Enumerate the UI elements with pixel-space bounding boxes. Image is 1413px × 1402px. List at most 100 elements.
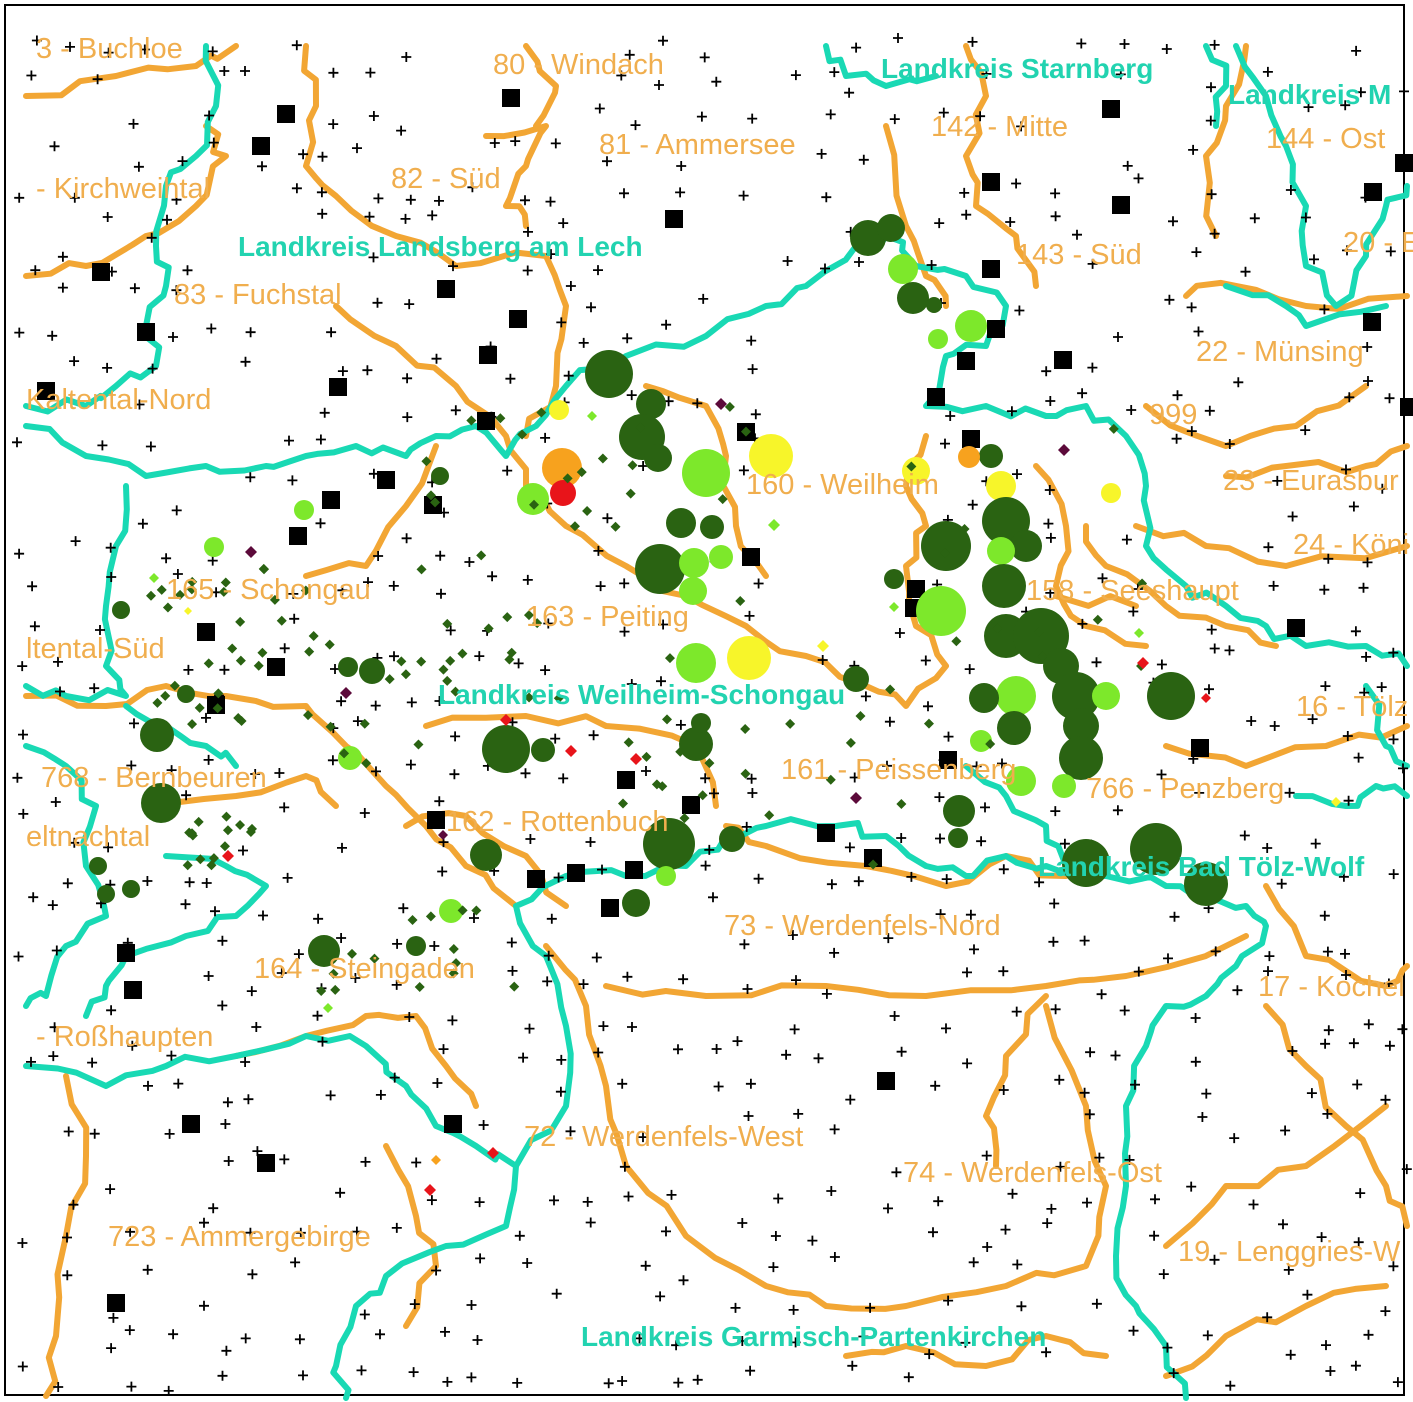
- diamond-marker: [187, 719, 198, 730]
- hunting-border-line: [1163, 1103, 1389, 1249]
- finding-circle-marker: [666, 508, 696, 538]
- diamond-marker: [169, 680, 180, 691]
- finding-circle-marker: [338, 657, 358, 677]
- finding-circle-marker: [635, 544, 685, 594]
- finding-circle-marker: [470, 839, 502, 871]
- diamond-marker: [509, 981, 520, 992]
- finding-circle-marker: [921, 521, 971, 571]
- hunting-border-line: [1143, 383, 1369, 449]
- finding-circle-marker: [1006, 766, 1036, 796]
- hunting-border-line: [883, 123, 949, 309]
- finding-circle-marker: [987, 537, 1015, 565]
- diamond-marker: [182, 860, 193, 871]
- black-square-marker: [377, 471, 395, 489]
- diamond-marker: [524, 692, 535, 703]
- diamond-marker: [1137, 657, 1149, 669]
- diamond-marker: [206, 860, 217, 871]
- diamond-marker: [664, 653, 675, 664]
- diamond-marker: [630, 753, 642, 765]
- diamond-marker: [396, 656, 407, 667]
- finding-circle-marker: [308, 935, 340, 967]
- diamond-marker: [487, 1147, 499, 1159]
- finding-circle-marker: [888, 254, 918, 284]
- hunting-border-line: [643, 383, 769, 579]
- diamond-marker: [308, 630, 319, 641]
- black-square-marker: [877, 1072, 895, 1090]
- finding-circle-marker: [643, 818, 695, 870]
- finding-circle-marker: [141, 783, 181, 823]
- district-border-line: [963, 763, 1069, 869]
- hunting-area-label: 158 - Seeshaupt: [1026, 575, 1239, 607]
- finding-circle-marker: [294, 500, 314, 520]
- finding-circle-marker: [1101, 483, 1121, 503]
- diamond-marker: [610, 521, 621, 532]
- finding-circle-marker: [979, 444, 1003, 468]
- diamond-marker: [195, 854, 206, 865]
- diamond-marker: [160, 690, 171, 701]
- hunting-area-label: 72 - Werdenfels-West: [524, 1121, 803, 1153]
- diamond-marker: [257, 647, 268, 658]
- diamond-marker: [339, 748, 350, 759]
- finding-circle-marker: [943, 795, 975, 827]
- hunting-border-line: [483, 123, 549, 229]
- hunting-border-line: [1183, 279, 1410, 312]
- diamond-marker: [906, 461, 917, 472]
- hunting-area-label: 164 - Steingaden: [254, 953, 475, 985]
- black-square-marker: [927, 388, 945, 406]
- finding-circle-marker: [1130, 823, 1182, 875]
- diamond-marker: [457, 648, 468, 659]
- diamond-marker: [623, 737, 634, 748]
- diamond-marker: [885, 684, 896, 695]
- diamond-markers: [146, 398, 1341, 1196]
- hunting-border-line: [1263, 883, 1410, 989]
- hunting-border-line: [723, 823, 1069, 889]
- finding-circle-marker: [1010, 530, 1042, 562]
- finding-circle-marker: [727, 636, 771, 680]
- finding-circle-marker: [679, 548, 709, 578]
- black-square-marker: [1054, 351, 1072, 369]
- hunting-area-label: - Roßhaupten: [36, 1021, 213, 1053]
- black-square-marker: [1400, 398, 1413, 416]
- finding-circle-marker: [517, 483, 549, 515]
- diamond-marker: [245, 546, 257, 558]
- hunting-area-label: 73 - Werdenfels-Nord: [724, 910, 1001, 942]
- diamond-marker: [384, 674, 395, 685]
- hunting-area-label: - Kirchweihtal: [36, 173, 210, 205]
- finding-circle-marker: [531, 738, 555, 762]
- diamond-marker: [222, 825, 233, 836]
- diamond-marker: [504, 654, 515, 665]
- black-square-marker: [252, 137, 270, 155]
- black-square-marker: [665, 210, 683, 228]
- finding-circle-marker: [1052, 672, 1100, 720]
- hunting-border-line: [523, 43, 559, 129]
- finding-circle-marker: [884, 569, 904, 589]
- hunting-border-line: [1263, 1003, 1410, 1229]
- diamond-marker: [235, 820, 246, 831]
- finding-circle-marker: [204, 537, 224, 557]
- sample-square-markers: [37, 89, 1413, 1312]
- diamond-marker: [1037, 651, 1048, 662]
- district-border-line: [1203, 43, 1230, 129]
- hunting-area-label: 23 - Eurasbur: [1223, 465, 1399, 497]
- black-square-marker: [137, 323, 155, 341]
- diamond-marker: [156, 584, 167, 595]
- black-square-marker: [1112, 196, 1130, 214]
- district-label: Landkreis Garmisch-Partenkirchen: [581, 1321, 1046, 1352]
- diamond-marker: [1108, 423, 1119, 434]
- finding-circle-marker: [622, 889, 650, 917]
- diamond-marker: [785, 718, 796, 729]
- diamond-marker: [817, 640, 829, 652]
- hunting-area-label: 83 - Fuchstal: [174, 279, 342, 311]
- diamond-marker: [740, 426, 751, 437]
- diamond-marker: [992, 623, 1003, 634]
- diamond-marker: [325, 721, 336, 732]
- diamond-marker: [625, 488, 636, 499]
- black-square-marker: [289, 527, 307, 545]
- hunting-area-label: 160 - Weilheim: [746, 469, 939, 501]
- diamond-marker: [735, 595, 746, 606]
- finding-circle-marker: [1063, 708, 1099, 744]
- finding-circle-marker: [89, 857, 107, 875]
- diamond-marker: [896, 799, 907, 810]
